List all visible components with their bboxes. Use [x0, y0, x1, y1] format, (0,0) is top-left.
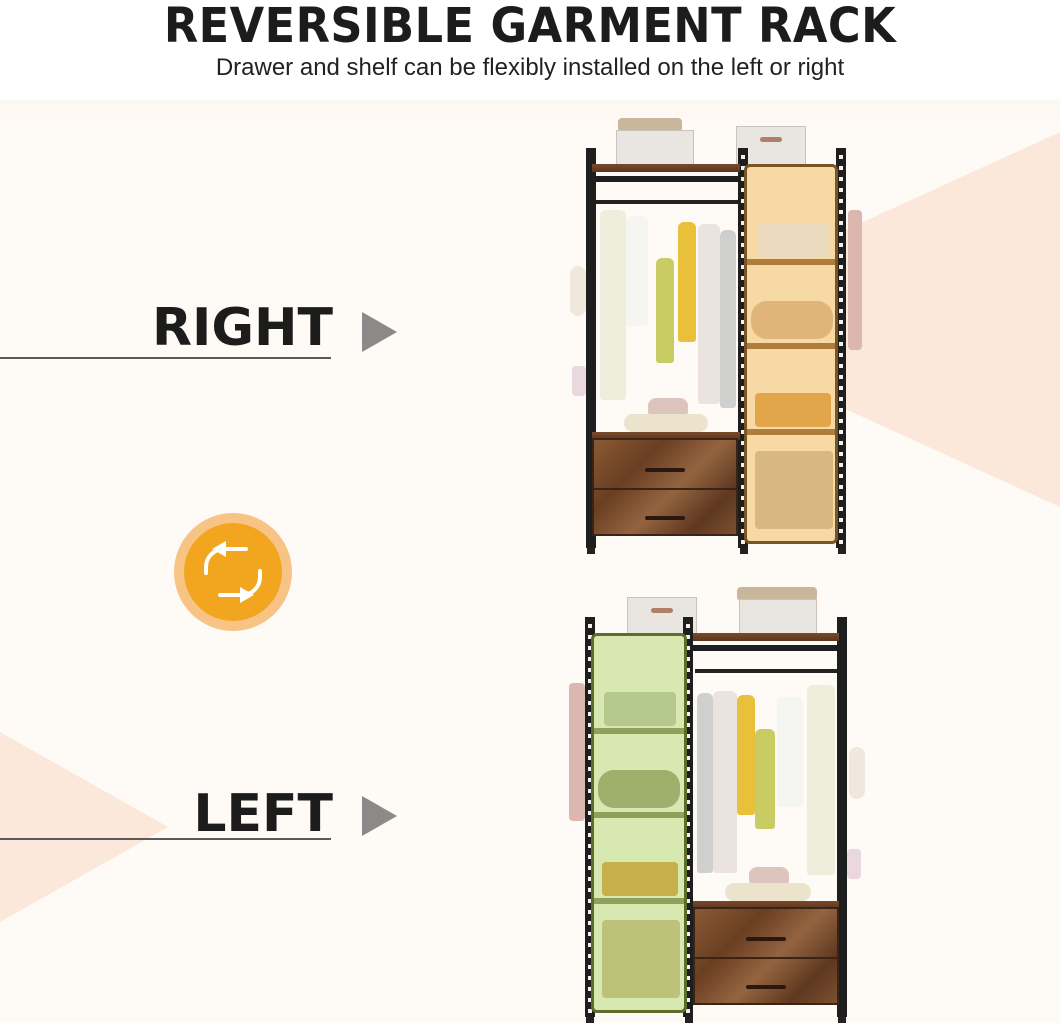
hat [648, 398, 688, 414]
folded-blanket [737, 587, 817, 601]
shelf-unit-highlighted [591, 633, 687, 1013]
swap-arrows-icon [174, 513, 292, 631]
option-label-right: RIGHT [151, 298, 333, 358]
garment [626, 216, 648, 326]
top-board [693, 633, 839, 641]
pillows [598, 770, 680, 808]
garment [656, 258, 674, 363]
drawer-top-board [592, 432, 740, 440]
hanging-rod [596, 200, 738, 204]
hanging-bag [572, 366, 586, 396]
rack-post [586, 148, 596, 548]
folded-towels [602, 862, 678, 896]
rack-image-right-config [570, 118, 862, 558]
hanging-hat [849, 747, 865, 799]
triangle-right-icon [362, 312, 397, 352]
garment [777, 697, 803, 807]
garment [600, 210, 626, 400]
folded-clothes [604, 692, 676, 726]
woven-basket [602, 920, 680, 998]
hanging-robe [848, 210, 862, 350]
label-underline [0, 357, 331, 359]
rack-foot [586, 1017, 594, 1023]
garment [697, 693, 713, 873]
label-underline [0, 838, 331, 840]
rack-foot [838, 1017, 846, 1023]
folded-towels [755, 393, 831, 427]
rack-foot [587, 548, 595, 554]
pillow-with-hat [725, 883, 811, 901]
triangle-right-icon [362, 796, 397, 836]
hanging-rod [695, 669, 837, 673]
top-board [592, 164, 740, 172]
garment [713, 691, 737, 873]
garment [755, 729, 775, 829]
page-title: REVERSIBLE GARMENT RACK [163, 0, 897, 54]
drawer-unit [693, 907, 839, 1005]
background-wedge-right [830, 132, 1060, 507]
option-label-left: LEFT [193, 784, 333, 844]
pillow-with-hat [624, 414, 708, 432]
garment [678, 222, 696, 342]
garment [737, 695, 755, 815]
drawer-top-board [693, 901, 839, 909]
pillows [751, 301, 833, 339]
page-subtitle: Drawer and shelf can be flexibly install… [215, 54, 845, 81]
rack-post [837, 617, 847, 1017]
beam [693, 645, 839, 651]
rack-foot [685, 1017, 693, 1023]
storage-box [739, 599, 817, 637]
storage-box [616, 130, 694, 166]
drawer-unit [592, 438, 738, 536]
folded-blanket [618, 118, 682, 132]
rack-image-left-config [569, 587, 865, 1023]
rack-foot [740, 548, 748, 554]
header: REVERSIBLE GARMENT RACK Drawer and shelf… [0, 0, 1060, 100]
garment [807, 685, 835, 875]
shelf-unit-highlighted [744, 164, 838, 544]
garment [720, 230, 736, 408]
garment [698, 224, 720, 404]
woven-basket [755, 451, 833, 529]
hat [749, 867, 789, 883]
hanging-hat [570, 266, 586, 316]
folded-clothes [757, 223, 829, 257]
hanging-robe [569, 683, 585, 821]
beam [592, 176, 740, 182]
rack-foot [838, 548, 846, 554]
hanging-bag [847, 849, 861, 879]
infographic-canvas: RIGHT LEFT [0, 100, 1060, 1023]
